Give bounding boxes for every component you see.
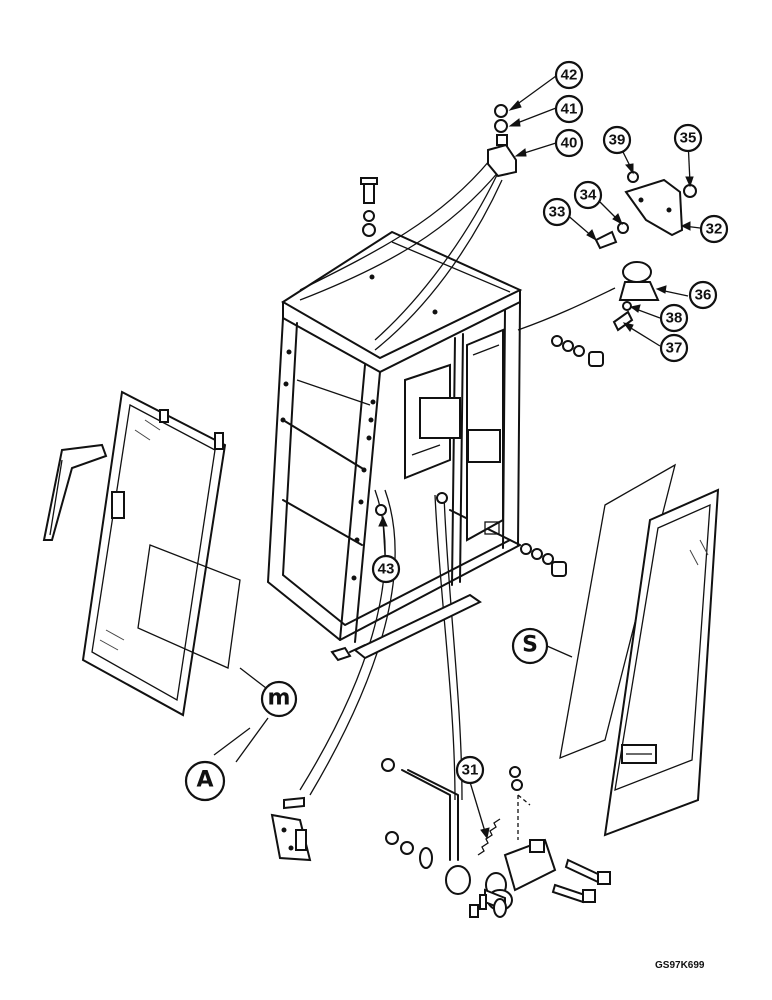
part-40-block: [487, 134, 517, 178]
right-door: [603, 488, 720, 837]
part-34-washer: [617, 222, 629, 234]
left-door: [81, 390, 241, 717]
adhesive-symbol: A: [184, 760, 226, 802]
callout-label-40: 40: [561, 135, 578, 152]
callout-36: 36: [688, 280, 718, 310]
callout-35: 35: [673, 123, 703, 153]
lever-ball-upper: [436, 492, 448, 504]
cab-frame: [267, 159, 616, 643]
part-38-washer: [622, 301, 632, 311]
right-bolt-stack-lower: [520, 543, 567, 577]
figure-code: GS97K699: [655, 960, 705, 971]
right-bolt-stack-upper: [551, 335, 604, 367]
seal-symbol-right-glyph: S: [522, 633, 538, 658]
callout-39: 39: [602, 125, 632, 155]
callout-32: 32: [699, 214, 729, 244]
part-43-grommet: [375, 504, 387, 516]
part-42-nut: [494, 104, 508, 118]
seal-symbol-left-glyph: m: [268, 686, 291, 711]
leader-lines: [378, 75, 701, 840]
adhesive-symbol-glyph: A: [196, 768, 213, 793]
hinge-plate: [270, 796, 312, 862]
callout-label-42: 42: [561, 67, 578, 84]
callout-label-43: 43: [378, 561, 395, 578]
callout-34: 34: [573, 180, 603, 210]
callout-33: 33: [542, 197, 572, 227]
callout-37: 37: [659, 333, 689, 363]
callout-41: 41: [554, 94, 584, 124]
callout-label-31: 31: [462, 762, 479, 779]
callout-label-39: 39: [609, 132, 626, 149]
part-37-bolt: [612, 310, 634, 332]
callout-31: 31: [455, 755, 485, 785]
callout-label-35: 35: [680, 130, 697, 147]
part-33-bolt: [594, 230, 618, 250]
callout-40: 40: [554, 128, 584, 158]
right-window-glass: [559, 463, 677, 760]
callout-label-36: 36: [695, 287, 712, 304]
seal-symbol-right: S: [511, 627, 573, 665]
floor-rail: [353, 593, 482, 660]
callout-label-37: 37: [666, 340, 683, 357]
callout-38: 38: [659, 303, 689, 333]
part-32-bracket: [624, 178, 684, 237]
top-bolt-stack: [360, 177, 378, 237]
callout-label-32: 32: [706, 221, 723, 238]
callout-42: 42: [554, 60, 584, 90]
callout-label-34: 34: [580, 187, 597, 204]
seal-symbol-left: m: [213, 667, 298, 763]
door-stay: [42, 443, 108, 541]
callout-label-33: 33: [549, 204, 566, 221]
callout-label-41: 41: [561, 101, 578, 118]
part-36-knob: [618, 261, 660, 301]
callout-label-38: 38: [666, 310, 683, 327]
callout-43: 43: [371, 554, 401, 584]
hinge-pin: [469, 894, 507, 918]
latch-assembly: [381, 758, 611, 912]
part-41-washer: [494, 119, 508, 133]
